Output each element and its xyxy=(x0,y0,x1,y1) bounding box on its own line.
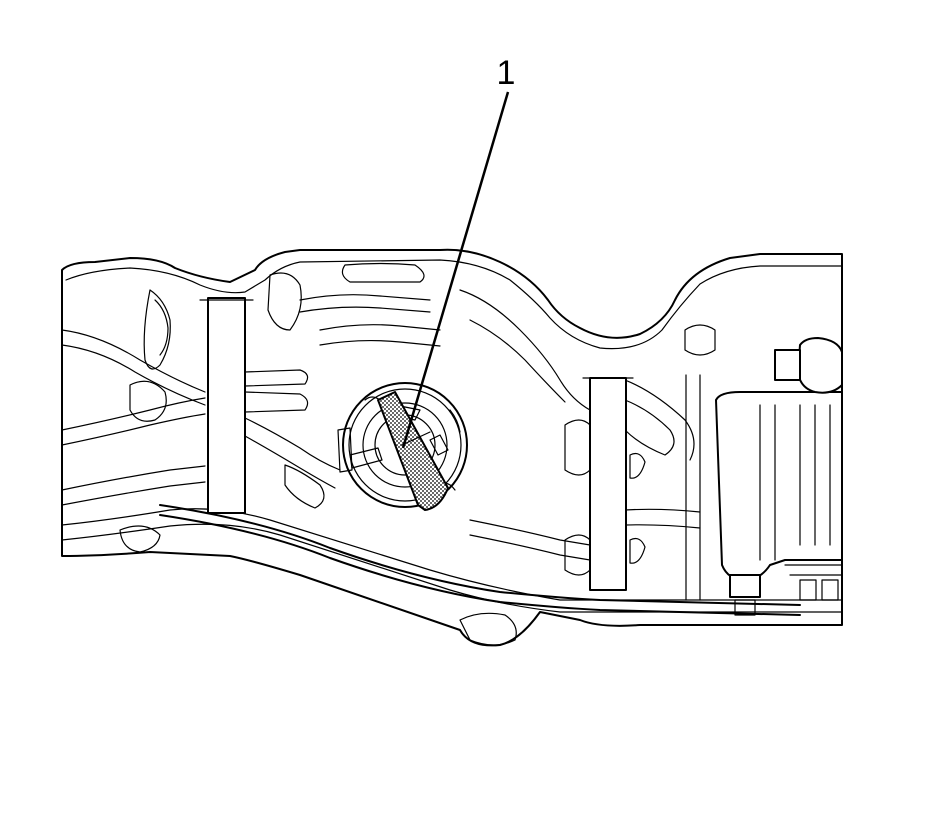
tank-contours xyxy=(61,262,716,646)
tank-straps xyxy=(199,297,634,591)
lock-ring-tool xyxy=(377,391,449,511)
callout-label: 1 xyxy=(497,54,516,92)
callout-1: 1 xyxy=(401,54,516,449)
evap-canister xyxy=(715,337,843,616)
callout-leader-line xyxy=(401,91,510,449)
fuel-lines xyxy=(159,374,801,616)
